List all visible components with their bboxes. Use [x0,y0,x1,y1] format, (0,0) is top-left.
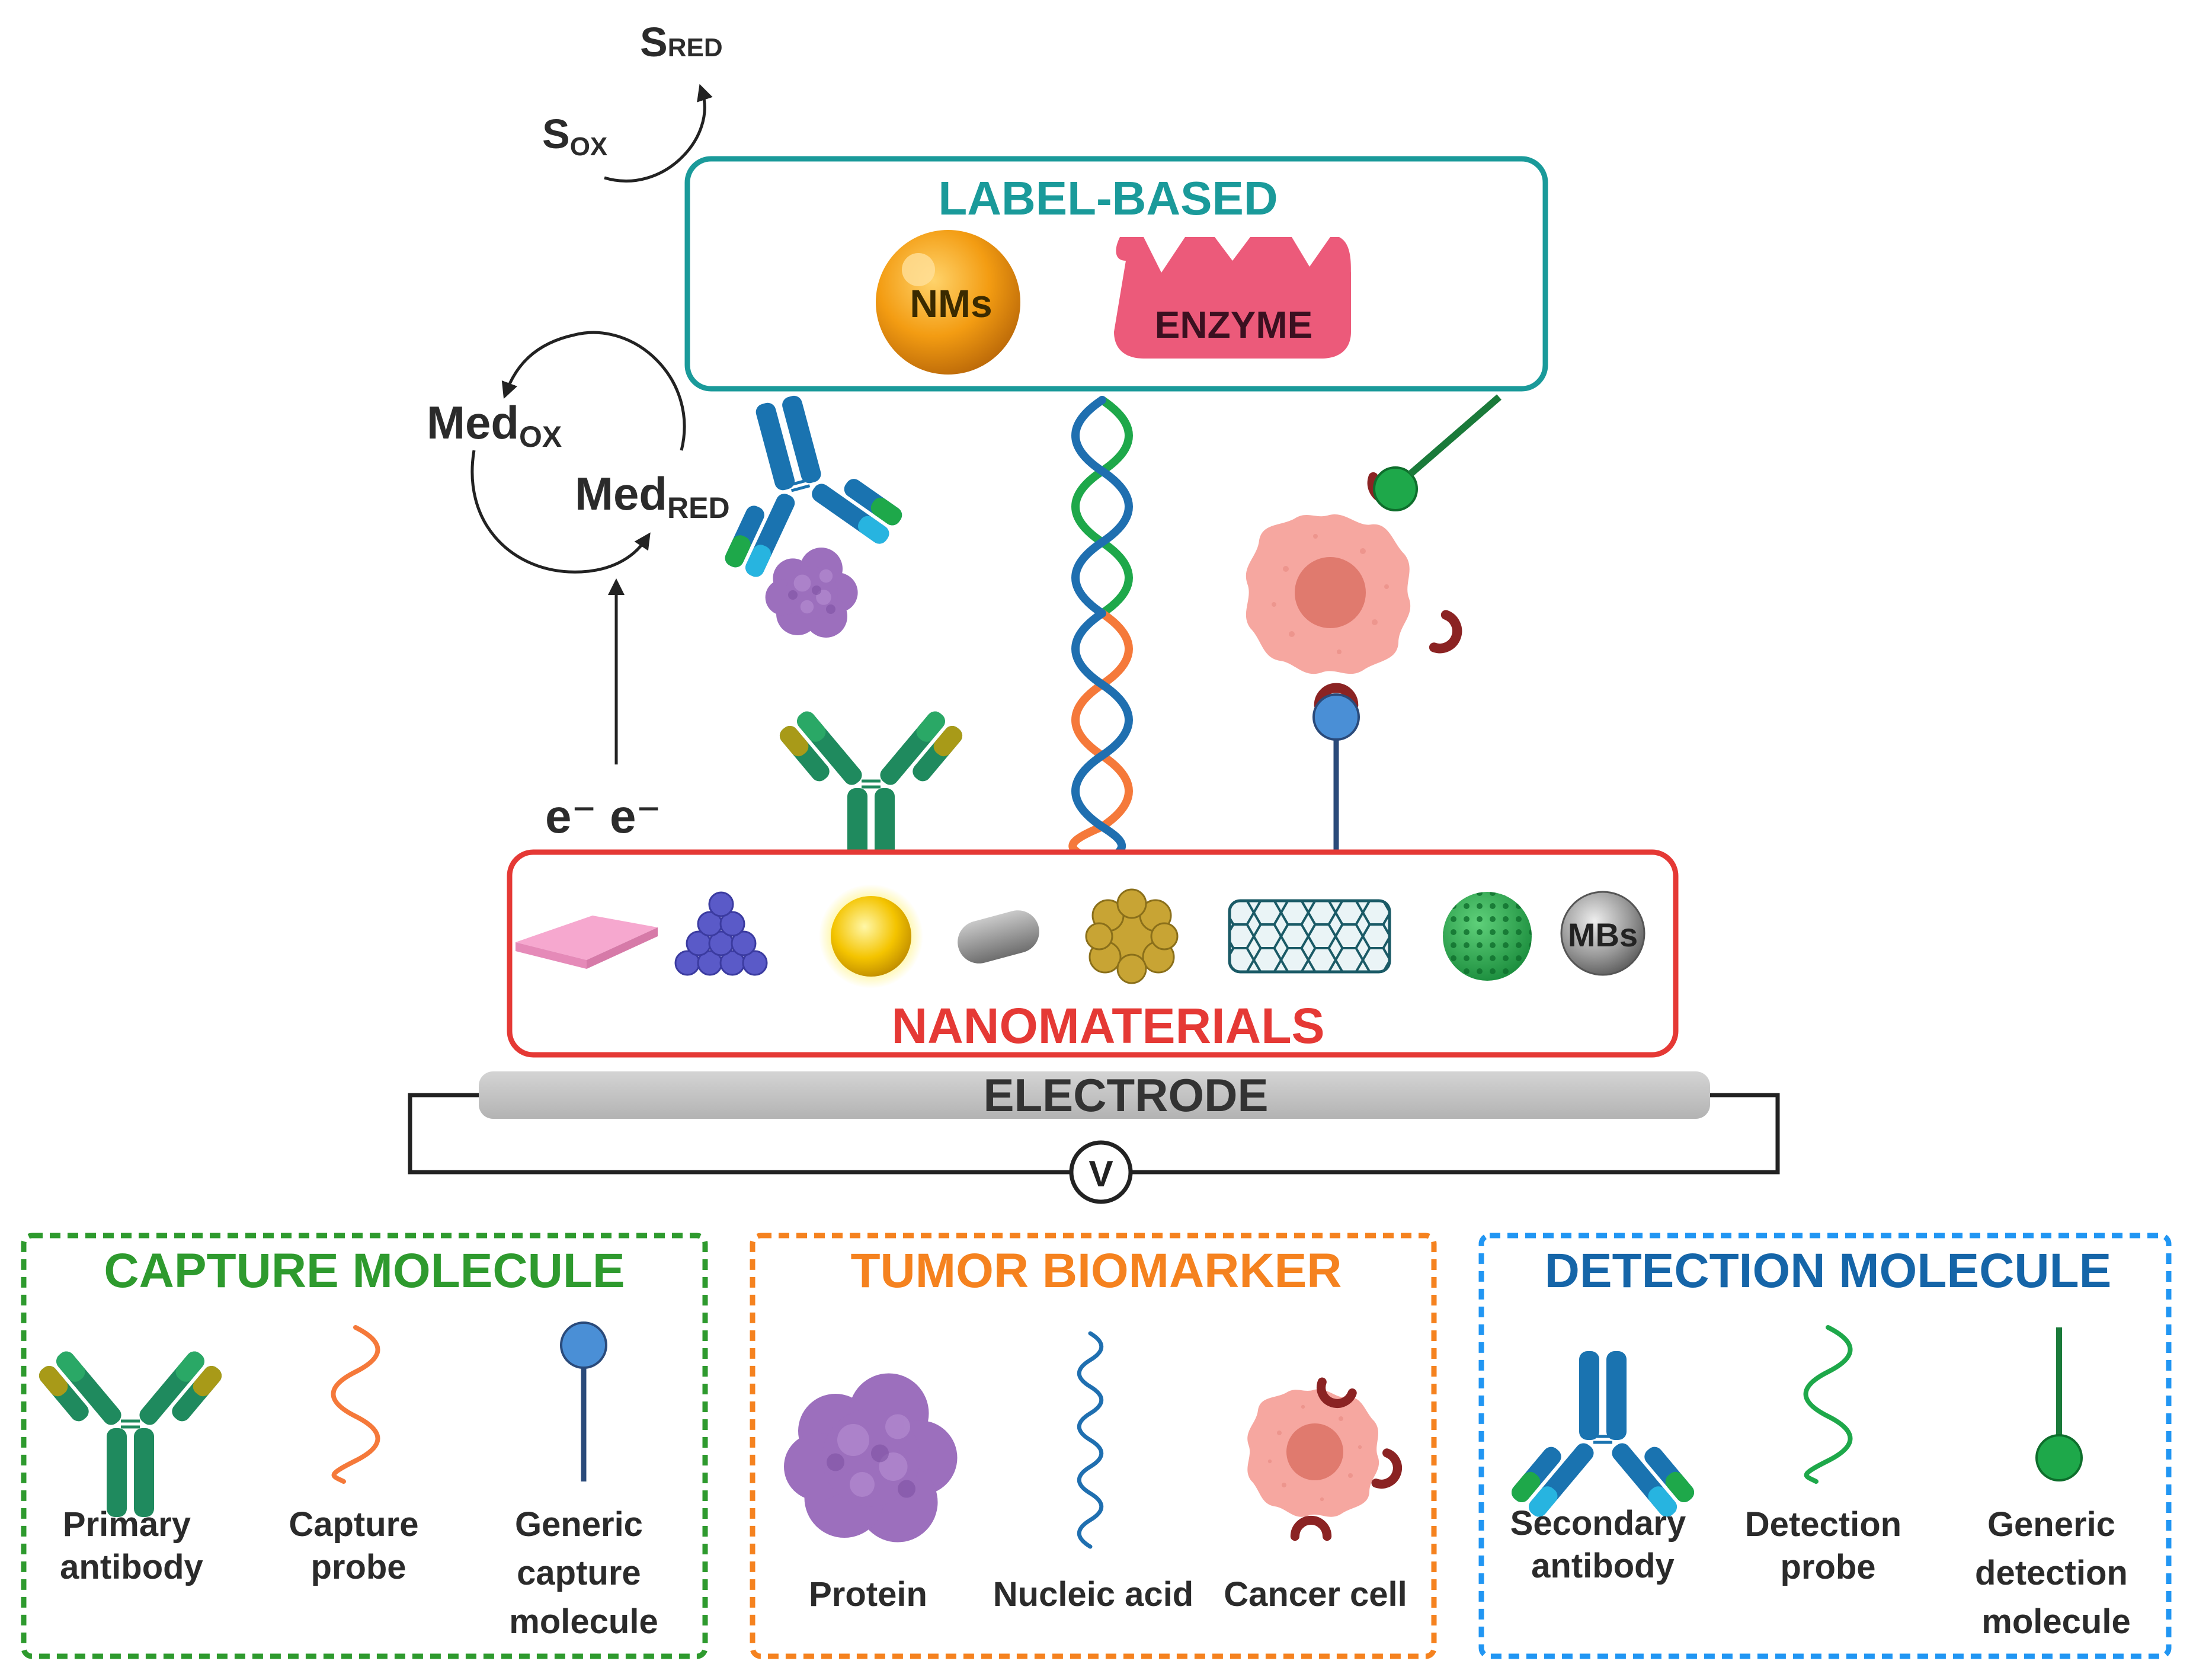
detection-item-1-label: Secondary antibody [1510,1504,1696,1585]
dotted-sphere [1443,892,1532,981]
dna-helix [1068,396,1133,860]
label-based-title: LABEL-BASED [938,172,1278,225]
tumor-item-2-label: Nucleic acid [993,1575,1193,1614]
capture-item-3-label: Generic capture molecule [509,1505,658,1641]
voltmeter: V [1069,1140,1133,1204]
capture-item-2-label: Capture probe [289,1505,428,1586]
med-red-arrow [470,450,651,574]
electrode-label: ELECTRODE [983,1069,1268,1121]
nms-label: NMs [910,281,992,325]
redox-cycle: SRED SOX MedOX MedRED e⁻ e⁻ [427,19,730,843]
nanomaterials-title: NANOMATERIALS [891,998,1324,1054]
legend-detection: DETECTION MOLECULE Secondary antibody De… [1478,1233,2172,1659]
med-ox-label: MedOX [427,396,562,453]
tumor-item-1-label: Protein [809,1575,927,1614]
nms-particle: NMs [876,230,1020,375]
nanomaterials-box: NANOMATERIALS [507,849,1679,1058]
enzyme-shape: ENZYME [1114,237,1351,359]
carbon-nanotube [1228,899,1391,974]
voltmeter-label: V [1089,1154,1113,1195]
med-ox-arrow [501,331,686,451]
label-based-box: LABEL-BASED NMs ENZYME [684,156,1548,392]
generic-capture-molecule-icon [560,1321,607,1481]
electrode: ELECTRODE V [408,1069,1780,1204]
graphene-sheet [516,916,658,969]
tumor-title: TUMOR BIOMARKER [850,1244,1342,1298]
enzyme-label: ENZYME [1155,303,1313,346]
legend-capture: CAPTURE MOLECULE Primary antibody Captur… [21,1233,708,1659]
detection-item-2-label: Detection probe [1745,1505,1911,1586]
legend-tumor: TUMOR BIOMARKER Protein Nucleic acid Can… [750,1233,1437,1659]
nanorod [958,910,1039,964]
cancer-cell-assembly [1246,394,1502,853]
electrons-label: e⁻ e⁻ [545,790,661,843]
mbs-label: MBs [1568,916,1638,953]
s-red-label: SRED [640,19,723,65]
med-red-label: MedRED [575,468,730,524]
capture-probe-icon [331,1325,380,1484]
nanoparticle-pyramid [674,891,768,976]
generic-detection-molecule-icon [2035,1327,2083,1481]
magnetic-beads: MBs [1560,891,1645,976]
nucleic-acid-icon [1077,1331,1104,1549]
s-cycle-arrow [604,84,713,183]
capture-title: CAPTURE MOLECULE [104,1244,625,1298]
gold-nanoparticle [819,884,923,988]
detection-item-3-label: Generic detection molecule [1975,1505,2137,1641]
detection-title: DETECTION MOLECULE [1545,1244,2112,1298]
s-ox-label: SOX [542,111,607,161]
detection-probe-icon [1803,1325,1853,1484]
nanoflower [1085,888,1179,984]
tumor-item-3-label: Cancer cell [1224,1575,1407,1614]
capture-item-1-label: Primary antibody [60,1505,203,1586]
